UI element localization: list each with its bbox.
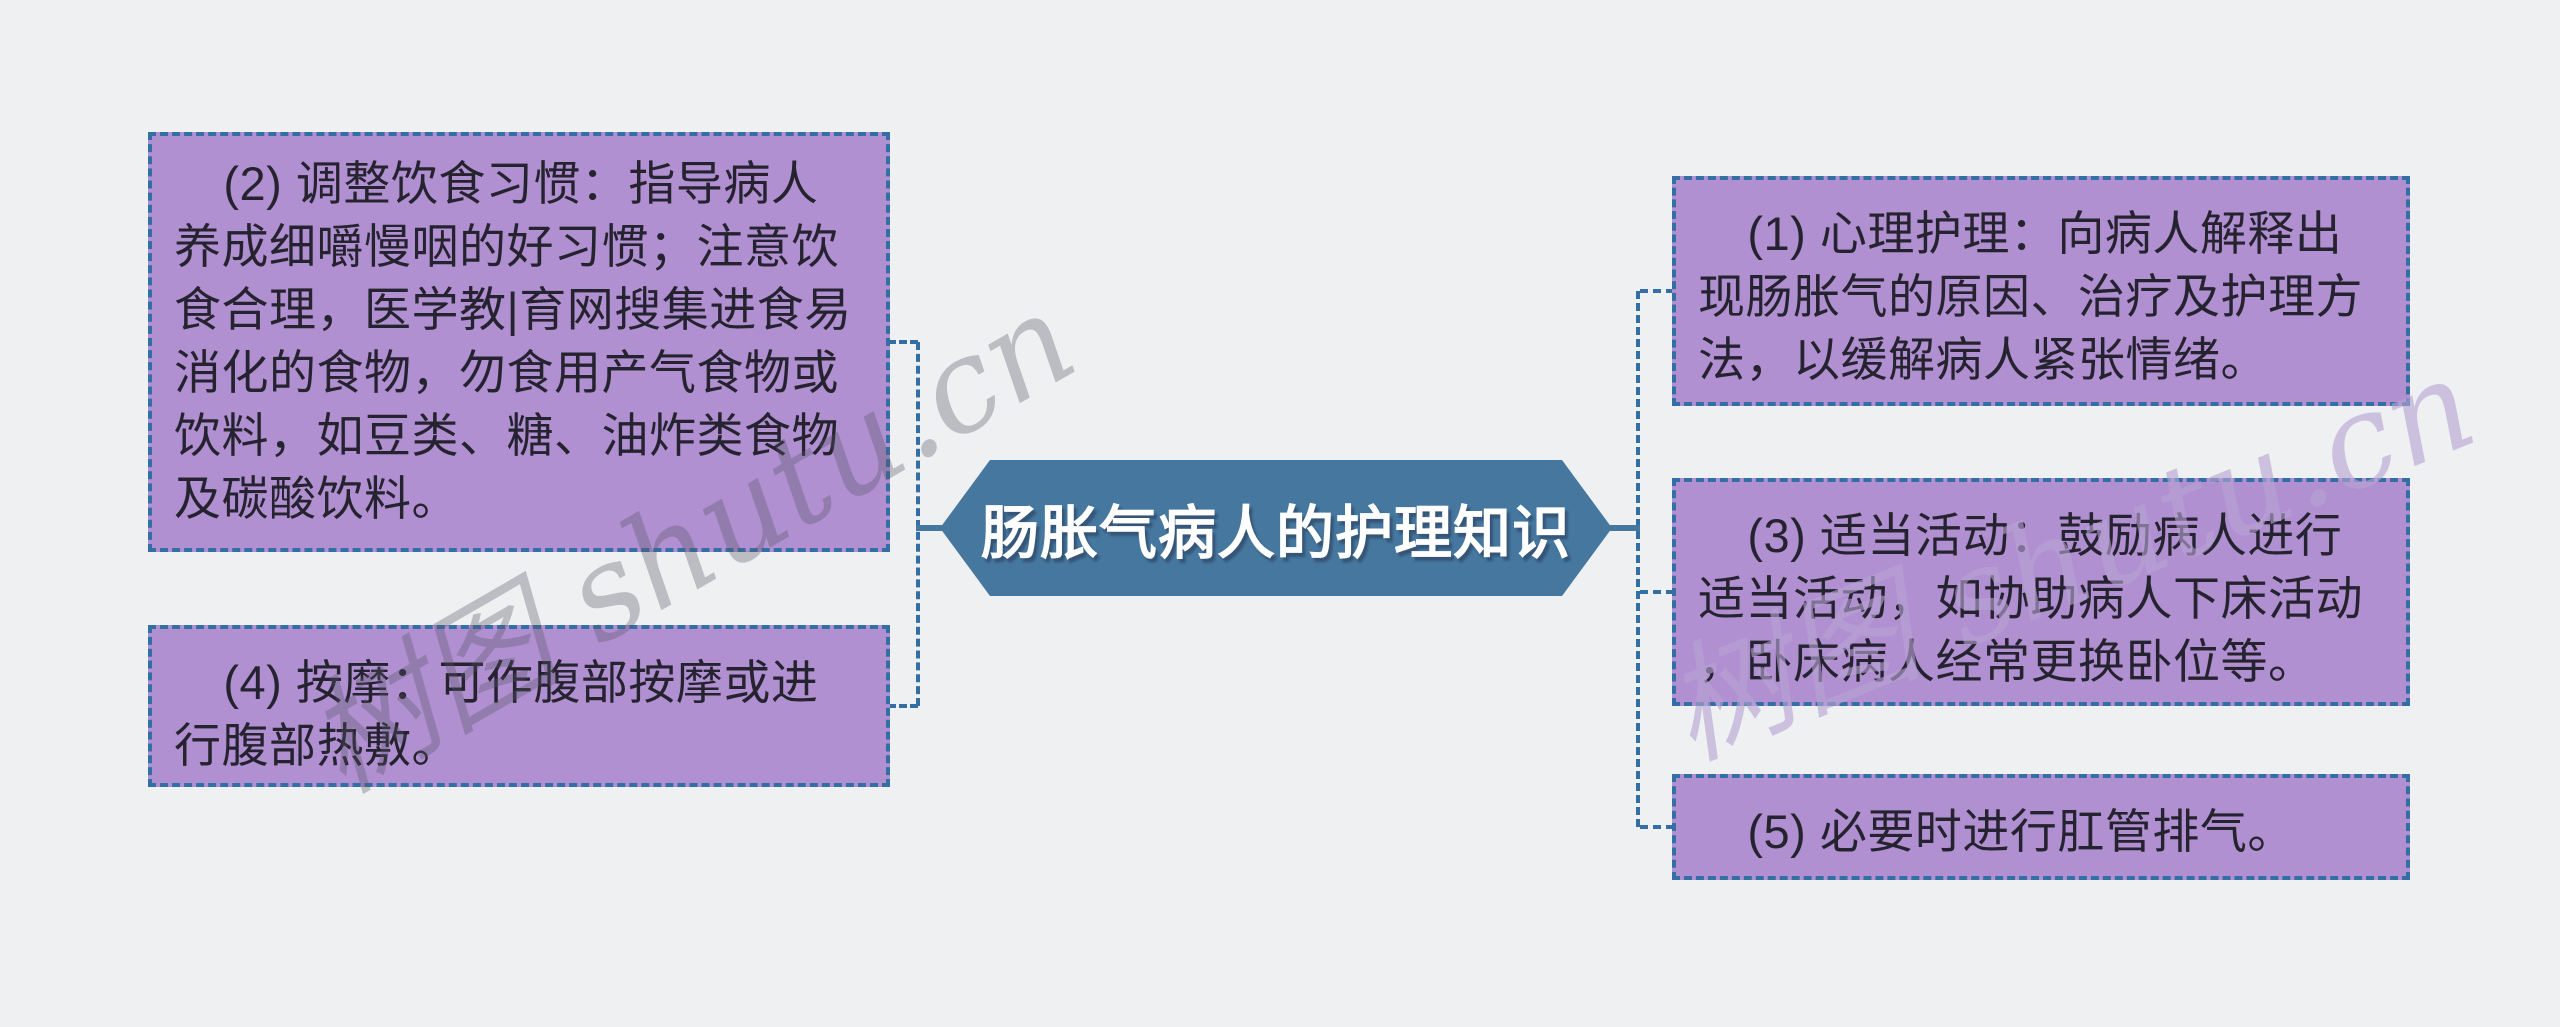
connector-stub-item-1: [1640, 289, 1674, 293]
connector-vertical-left: [916, 342, 920, 706]
branch-node-text: (5) 必要时进行肛管排气。: [1747, 805, 2295, 858]
center-topic-label: 肠胀气病人的护理知识: [980, 501, 1571, 566]
branch-node-massage[interactable]: (4) 按摩：可作腹部按摩或进行腹部热敷。: [148, 625, 890, 787]
connector-stub-item-3: [1640, 590, 1674, 594]
branch-node-text: (3) 适当活动：鼓励病人进行适当活动，如协助病人下床活动，卧床病人经常更换卧位…: [1698, 509, 2363, 688]
branch-node-appropriate-activity[interactable]: (3) 适当活动：鼓励病人进行适当活动，如协助病人下床活动，卧床病人经常更换卧位…: [1672, 478, 2410, 706]
connector-vertical-right: [1636, 291, 1640, 827]
branch-node-text: (4) 按摩：可作腹部按摩或进行腹部热敷。: [174, 656, 819, 772]
connector-stub-item-4: [888, 704, 918, 708]
center-topic-node[interactable]: 肠胀气病人的护理知识: [940, 460, 1612, 596]
connector-stub-item-5: [1640, 825, 1674, 829]
branch-node-diet-adjustment[interactable]: (2) 调整饮食习惯：指导病人养成细嚼慢咽的好习惯；注意饮食合理，医学教|育网搜…: [148, 132, 890, 552]
branch-node-text: (1) 心理护理：向病人解释出现肠胀气的原因、治疗及护理方法，以缓解病人紧张情绪…: [1698, 207, 2363, 386]
connector-center-right: [1610, 525, 1640, 531]
branch-node-text: (2) 调整饮食习惯：指导病人养成细嚼慢咽的好习惯；注意饮食合理，医学教|育网搜…: [174, 157, 852, 525]
connector-center-left: [916, 525, 944, 531]
branch-node-anal-tube-exhaust[interactable]: (5) 必要时进行肛管排气。: [1672, 774, 2410, 880]
branch-node-psychological-care[interactable]: (1) 心理护理：向病人解释出现肠胀气的原因、治疗及护理方法，以缓解病人紧张情绪…: [1672, 176, 2410, 406]
connector-stub-item-2: [888, 340, 918, 344]
